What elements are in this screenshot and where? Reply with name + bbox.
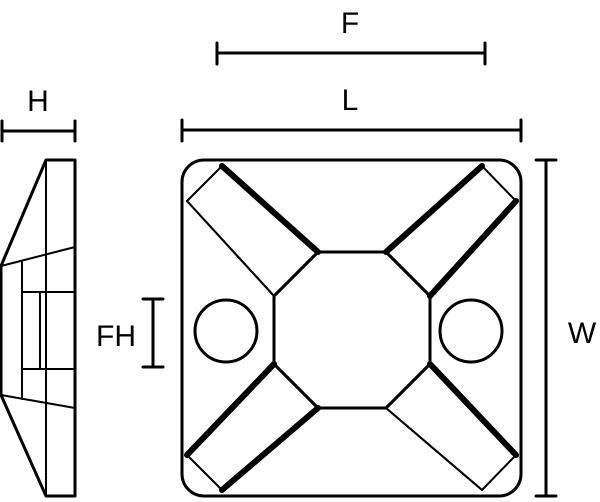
dimension-L: L <box>180 84 523 143</box>
side-view <box>0 158 77 498</box>
top-view <box>180 158 523 498</box>
channel-bottom-left <box>184 361 321 493</box>
dimension-label-L: L <box>342 84 359 117</box>
channel-bottom-right <box>385 361 519 491</box>
mounting-hole-right <box>438 298 504 364</box>
dimension-F: F <box>215 7 487 66</box>
channel-top-left <box>186 163 321 297</box>
mounting-hole-left <box>193 298 259 364</box>
channel-top-right <box>383 163 519 299</box>
center-octagon <box>272 250 432 410</box>
dimension-label-H: H <box>27 85 49 118</box>
base-outline <box>180 158 523 498</box>
dimension-W: W <box>534 158 597 498</box>
dimension-FH: FH <box>96 297 165 369</box>
dimension-label-W: W <box>568 317 597 350</box>
dimension-label-FH: FH <box>96 320 136 353</box>
dimension-H: H <box>0 85 77 143</box>
dimension-label-F: F <box>341 7 359 40</box>
